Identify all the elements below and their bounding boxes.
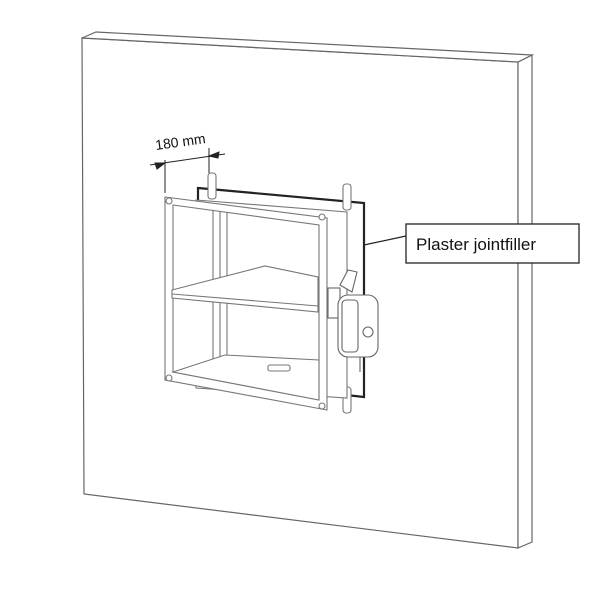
damper xyxy=(164,172,352,414)
actuator-bracket xyxy=(339,269,358,293)
wall-side-face xyxy=(517,54,533,549)
mounting-lug xyxy=(207,172,217,200)
callout-box xyxy=(405,223,580,264)
dimension-label: 180 mm xyxy=(154,130,206,153)
damper-blade xyxy=(171,265,319,313)
actuator xyxy=(327,269,379,372)
wall-top-face xyxy=(81,31,535,63)
dimension-180mm xyxy=(149,148,226,193)
actuator-knob xyxy=(362,326,374,338)
callout-label: Plaster jointfiller xyxy=(416,235,536,254)
callout: Plaster jointfiller xyxy=(363,223,580,264)
mounting-lug xyxy=(342,183,352,211)
plaster-jointfiller xyxy=(196,186,366,399)
